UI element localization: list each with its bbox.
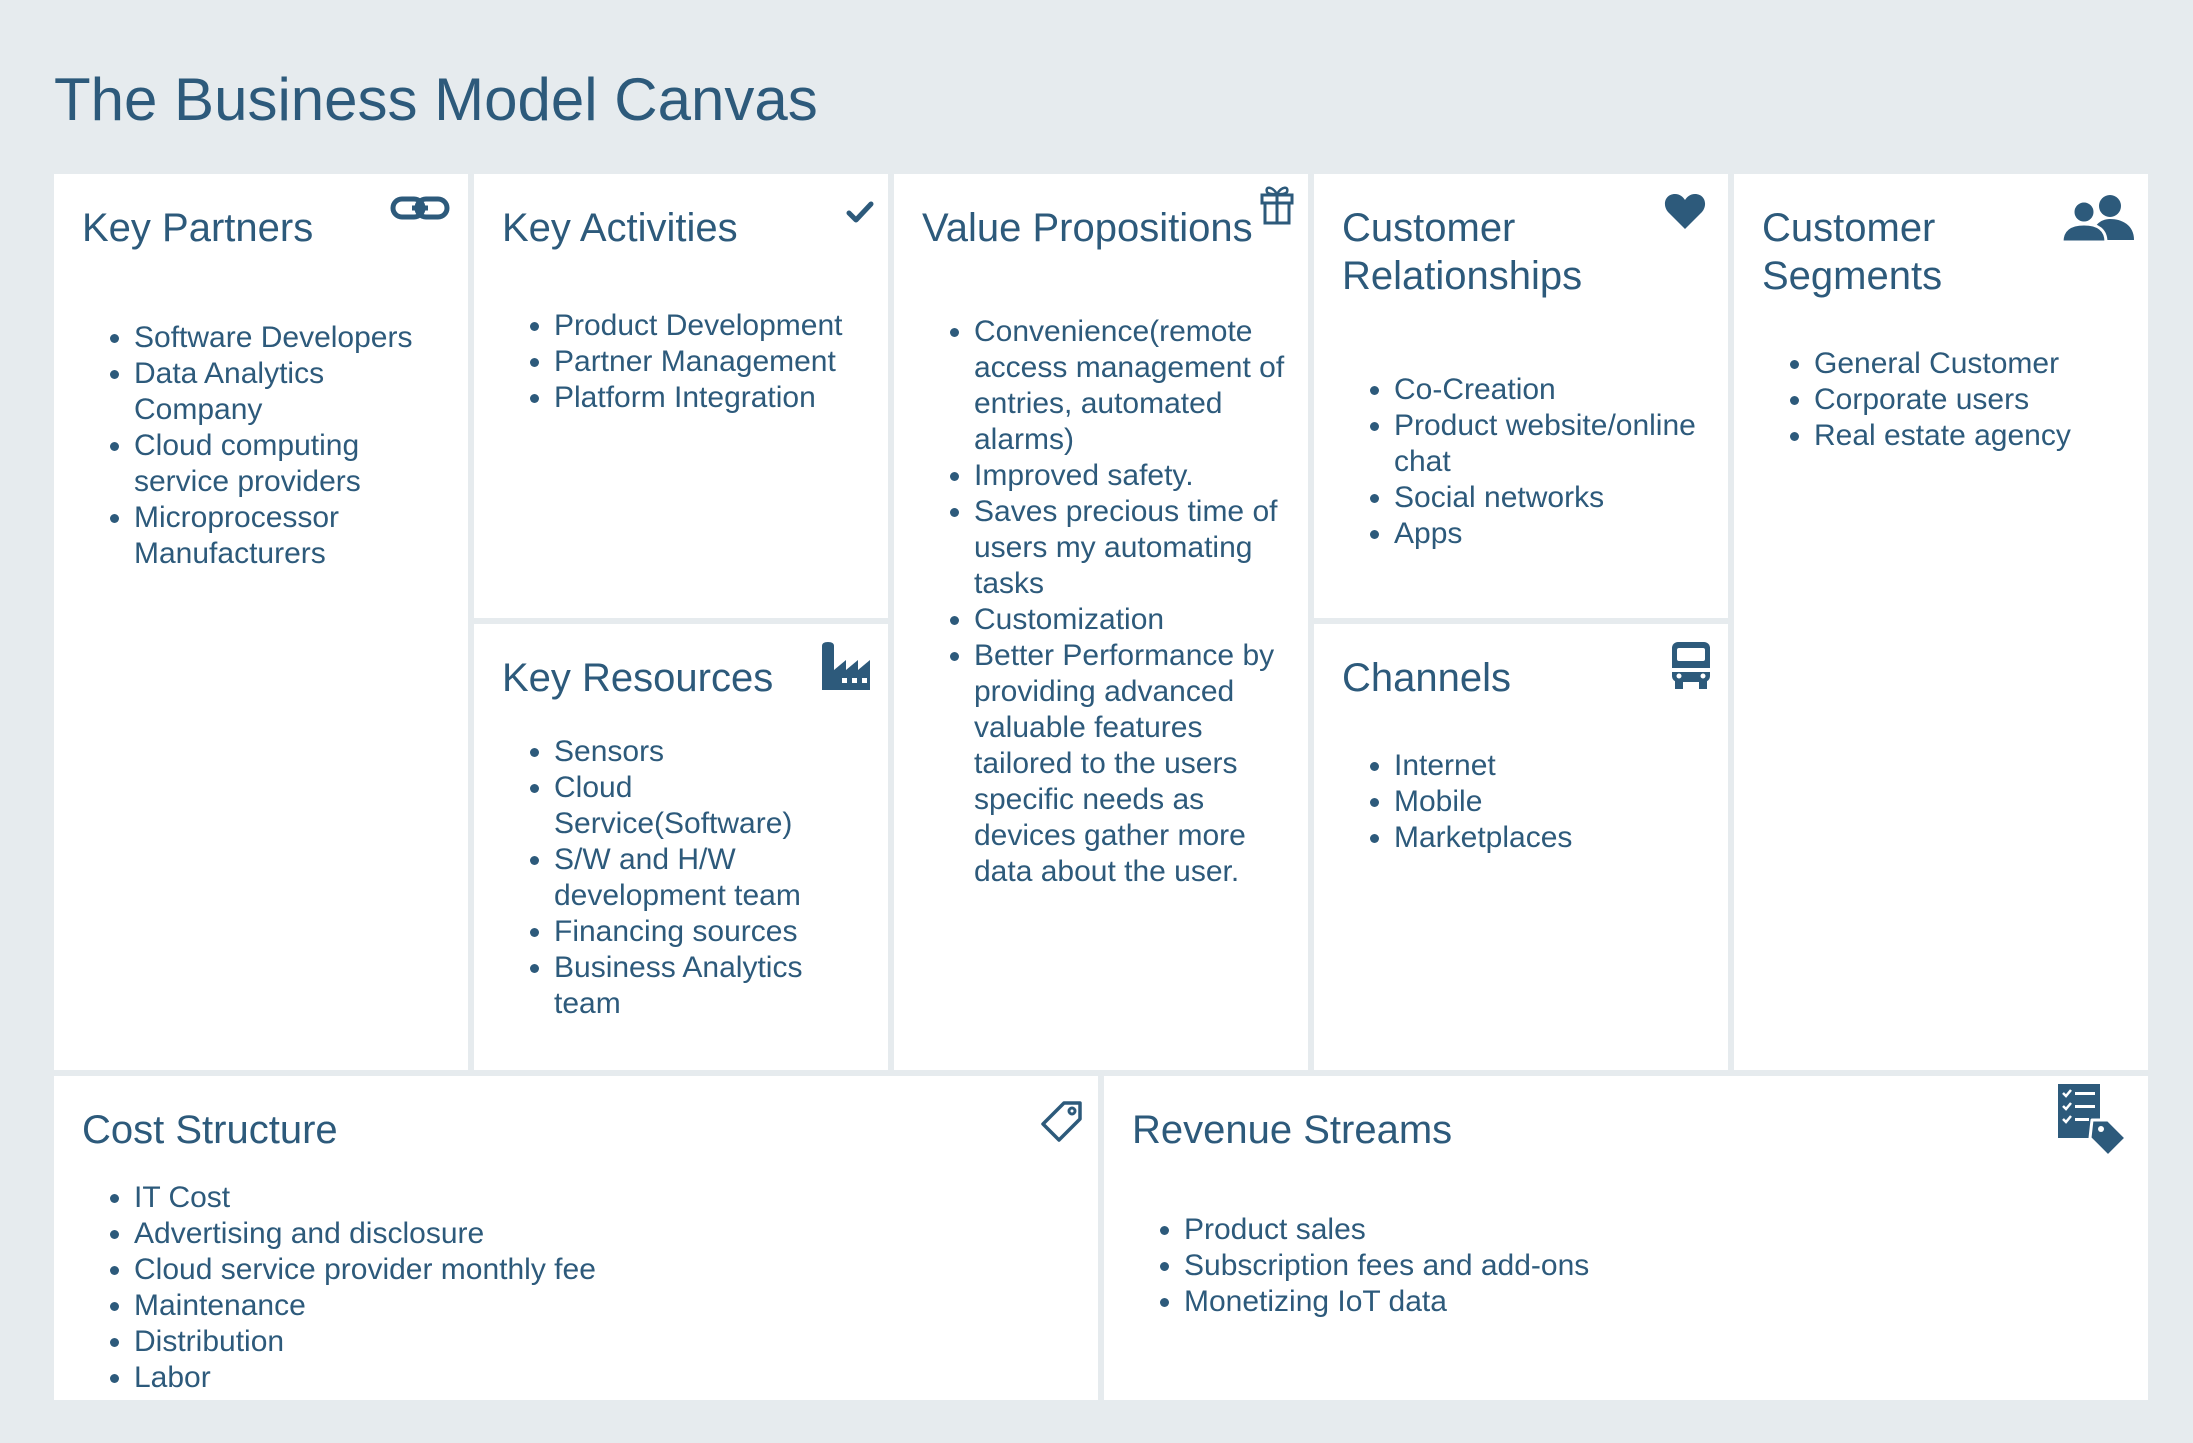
customer-segments-box: Customer Segments General Customer Corpo… [1734,174,2148,1070]
value-propositions-box: Value Propositions Convenience(remote ac… [894,174,1308,1070]
checklist-tag-icon [2056,1082,2128,1158]
list-item: General Customer [1814,346,2154,382]
cost-structure-box: Cost Structure IT Cost Advertising and d… [54,1076,1098,1400]
list-item: Corporate users [1814,382,2154,418]
list-item: Product Development [554,308,884,344]
list-item: Financing sources [554,914,874,950]
list-item: S/W and H/W development team [554,842,874,914]
list-item: Microprocessor Manufacturers [134,500,454,572]
key-resources-box: Key Resources Sensors Cloud Service(Soft… [474,624,888,1070]
key-activities-box: Key Activities Product Development Partn… [474,174,888,618]
customer-relationships-list: Co-Creation Product website/online chat … [1354,372,1734,552]
revenue-streams-list: Product sales Subscription fees and add-… [1144,1212,2084,1320]
customer-relationships-title: Customer Relationships [1342,204,1582,300]
list-item: Data Analytics Company [134,356,454,428]
channels-title: Channels [1342,656,1512,700]
list-item: Subscription fees and add-ons [1184,1248,2084,1284]
list-item: Product website/online chat [1394,408,1734,480]
revenue-streams-title: Revenue Streams [1132,1108,1453,1152]
key-partners-list: Software Developers Data Analytics Compa… [94,320,454,572]
customer-segments-list: General Customer Corporate users Real es… [1774,346,2154,454]
key-partners-title: Key Partners [82,206,314,250]
key-activities-list: Product Development Partner Management P… [514,308,884,416]
list-item: Cloud service provider monthly fee [134,1252,1034,1288]
list-item: Convenience(remote access management of … [974,314,1306,458]
list-item: Marketplaces [1394,820,1734,856]
customer-relationships-box: Customer Relationships Co-Creation Produ… [1314,174,1728,618]
link-icon [390,190,450,226]
cost-structure-title: Cost Structure [82,1108,338,1152]
list-item: Internet [1394,748,1734,784]
list-item: Social networks [1394,480,1734,516]
list-item: Labor [134,1360,1034,1396]
customer-segments-title-line1: Customer [1762,206,1936,250]
customer-segments-title: Customer Segments [1762,204,1942,300]
list-item: Improved safety. [974,458,1306,494]
cost-structure-list: IT Cost Advertising and disclosure Cloud… [94,1180,1034,1396]
key-partners-box: Key Partners Software Developers Data An… [54,174,468,1070]
list-item: Mobile [1394,784,1734,820]
customer-relationships-title-line1: Customer [1342,206,1516,250]
page-title: The Business Model Canvas [54,66,818,133]
list-item: Cloud computing service providers [134,428,454,500]
list-item: Customization [974,602,1306,638]
list-item: Distribution [134,1324,1034,1360]
heart-icon [1664,192,1706,230]
users-icon [2060,192,2136,244]
list-item: Apps [1394,516,1734,552]
list-item: Product sales [1184,1212,2084,1248]
key-activities-title: Key Activities [502,206,738,250]
truck-icon [1670,640,1712,690]
list-item: Sensors [554,734,874,770]
list-item: Saves precious time of users my automati… [974,494,1306,602]
value-propositions-title: Value Propositions [922,206,1253,250]
list-item: Software Developers [134,320,454,356]
gift-icon [1260,184,1294,226]
factory-icon [820,640,872,692]
list-item: Cloud Service(Software) [554,770,874,842]
customer-segments-title-line2: Segments [1762,254,1943,298]
list-item: Business Analytics team [554,950,874,1022]
list-item: IT Cost [134,1180,1034,1216]
customer-relationships-title-line2: Relationships [1342,254,1583,298]
key-resources-title: Key Resources [502,656,774,700]
list-item: Better Performance by providing advanced… [974,638,1306,890]
revenue-streams-box: Revenue Streams Product sales Subscripti… [1104,1076,2148,1400]
list-item: Platform Integration [554,380,884,416]
list-item: Maintenance [134,1288,1034,1324]
channels-list: Internet Mobile Marketplaces [1354,748,1734,856]
list-item: Co-Creation [1394,372,1734,408]
checkmark-icon [846,200,874,224]
key-resources-list: Sensors Cloud Service(Software) S/W and … [514,734,874,1022]
list-item: Real estate agency [1814,418,2154,454]
list-item: Partner Management [554,344,884,380]
list-item: Monetizing IoT data [1184,1284,2084,1320]
price-tag-icon [1040,1100,1084,1144]
channels-box: Channels Internet Mobile Marketplaces [1314,624,1728,1070]
list-item: Advertising and disclosure [134,1216,1034,1252]
value-propositions-list: Convenience(remote access management of … [934,314,1306,890]
